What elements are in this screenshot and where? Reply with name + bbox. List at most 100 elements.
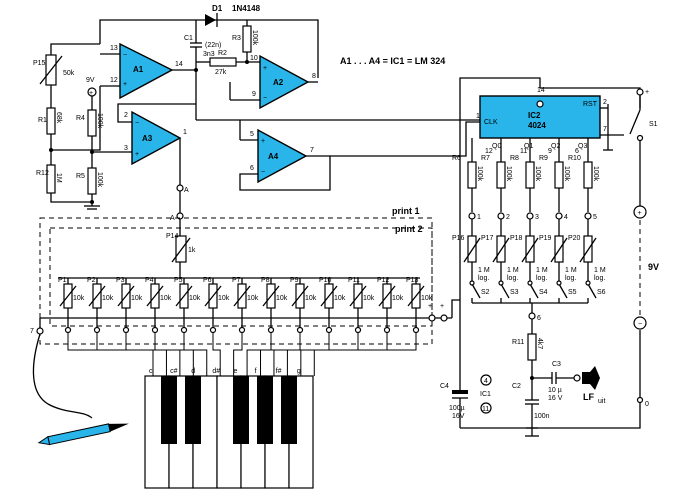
a4-label: A4 [268, 152, 279, 161]
switch-s2[interactable] [471, 283, 481, 299]
s3-label: S3 [510, 289, 519, 296]
p3-value: 10k [131, 295, 143, 302]
black-key-4[interactable] [257, 376, 273, 444]
switch-s4[interactable] [529, 283, 539, 299]
key-contact-13 [412, 326, 420, 334]
ic2-pin7: 7 [603, 126, 607, 133]
svg-text:+: + [123, 81, 127, 88]
ic2-pin1: 1 [476, 113, 480, 120]
a1-pin13: 13 [110, 45, 118, 52]
a2-pin8: 8 [312, 73, 316, 80]
p4-label: P4 [145, 277, 154, 284]
node-7-label: 7 [30, 328, 34, 335]
octave-node-label-2: 2 [506, 214, 510, 221]
black-key-5[interactable] [281, 376, 297, 444]
p13-label: P13 [406, 277, 419, 284]
key-contact-10 [325, 326, 333, 334]
svg-text:−: − [638, 321, 642, 328]
p7-value: 10k [247, 295, 259, 302]
ic2-q3: Q3 [578, 143, 587, 150]
r9-value: 100k [563, 166, 570, 182]
p16-label: P16 [452, 235, 465, 242]
p5-value: 10k [189, 295, 201, 302]
ic2-part: 4024 [528, 121, 546, 130]
p14-label: P14 [166, 233, 179, 240]
r7-value: 100k [505, 166, 512, 182]
svg-text:4: 4 [484, 378, 488, 385]
ic2-name: IC2 [528, 111, 541, 120]
resistor-r10 [583, 161, 593, 189]
resistor-r11 [527, 333, 537, 361]
r5-value: 100k [96, 172, 103, 188]
octave-node-4 [555, 212, 563, 220]
p18-value: 1 M [536, 267, 548, 274]
ic-note: A1 . . . A4 = IC1 = LM 324 [340, 56, 445, 66]
wire-ground-rail [460, 400, 641, 429]
c4-voltage: 16V [452, 413, 465, 420]
r10-value: 100k [592, 166, 599, 182]
p5-label: P5 [174, 277, 183, 284]
ic2-rst: RST [583, 101, 598, 108]
p12-label: P12 [377, 277, 390, 284]
r3-label: R3 [232, 35, 241, 42]
p6-label: P6 [203, 277, 212, 284]
p17-taper: log. [507, 275, 518, 282]
resistor-r7 [496, 161, 506, 189]
p18-taper: log. [536, 275, 547, 282]
switch-s6[interactable] [587, 283, 597, 299]
switch-s1[interactable] [629, 109, 641, 135]
key-contact-6 [209, 326, 217, 334]
ic2-clk: CLK [484, 119, 498, 126]
p11-value: 10k [363, 295, 375, 302]
p1-label: P1 [58, 277, 67, 284]
key-contact-4 [151, 326, 159, 334]
supply-plus-terminal [636, 88, 644, 96]
svg-text:+: + [135, 151, 139, 158]
svg-text:−: − [261, 169, 265, 176]
battery-label: 9V [648, 262, 659, 272]
a3-pin3: 3 [124, 145, 128, 152]
octave-node-1 [468, 212, 476, 220]
node-a [176, 184, 184, 192]
p15-value: 50k [63, 70, 75, 77]
key-label-7: f# [276, 368, 282, 375]
r12-value: 1M [55, 173, 62, 183]
black-key-2[interactable] [185, 376, 201, 444]
a2-pin10: 10 [250, 55, 258, 62]
node-a-label: A [184, 187, 189, 194]
p8-value: 10k [276, 295, 288, 302]
svg-text:0: 0 [645, 401, 649, 408]
a4-pin7: 7 [310, 147, 314, 154]
key-contact-1 [64, 326, 72, 334]
r11-label: R11 [512, 339, 524, 346]
svg-text:+: + [428, 303, 432, 310]
a2-pin9: 9 [252, 91, 256, 98]
key-contact-2 [93, 326, 101, 334]
resistor-r5 [87, 167, 97, 195]
stylus-probe[interactable] [37, 420, 130, 447]
print2-outline [49, 227, 433, 327]
r3-value: 100k [251, 30, 258, 46]
octave-node-label-5: 5 [593, 214, 597, 221]
key-label-1: c [149, 368, 153, 375]
switch-s5[interactable] [558, 283, 568, 299]
svg-text:−: − [135, 120, 139, 127]
p19-label: P19 [539, 235, 552, 242]
svg-text:9: 9 [548, 148, 552, 155]
p18-label: P18 [510, 235, 523, 242]
s4-label: S4 [539, 289, 548, 296]
c4-value: 100µ [449, 405, 465, 412]
svg-text:11: 11 [482, 406, 489, 413]
key-contact-8 [267, 326, 275, 334]
switch-s3[interactable] [500, 283, 510, 299]
black-key-3[interactable] [233, 376, 249, 444]
node-6-label: 6 [537, 315, 541, 322]
r4-value: 100k [96, 113, 103, 129]
r4-label: R4 [76, 115, 85, 122]
node-6 [528, 312, 536, 320]
r2-value: 27k [215, 69, 227, 76]
black-key-1[interactable] [161, 376, 177, 444]
